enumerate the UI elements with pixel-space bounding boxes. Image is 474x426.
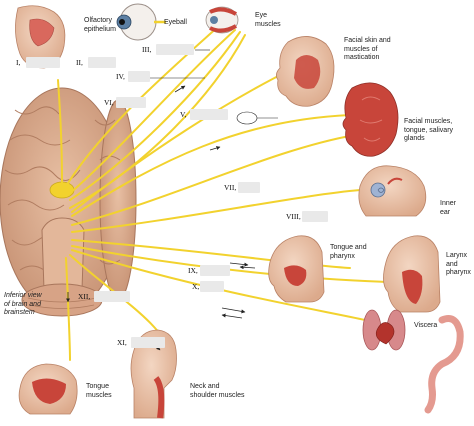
cerebellum-folia [27, 297, 97, 309]
nerve-xii-path [65, 257, 71, 361]
nerve-label-xii: XII, [78, 292, 91, 301]
answer-blank-ii[interactable] [88, 57, 116, 68]
inner-ear-illustration [358, 165, 427, 217]
nerve-x-path-2 [71, 249, 366, 321]
neck-shoulder-illustration [130, 329, 177, 419]
answer-blank-vi[interactable] [116, 97, 146, 108]
answer-blank-vii[interactable] [238, 182, 260, 193]
nerve-label-x: X, [192, 282, 200, 291]
label-eyeball: Eyeball [164, 19, 187, 26]
answer-blank-v[interactable] [190, 109, 228, 120]
nerve-label-vii: VII, [224, 183, 237, 192]
label-viscera: Viscera [414, 322, 438, 329]
answer-blank-iv[interactable] [128, 71, 150, 82]
nerve-x-path-1 [71, 245, 391, 283]
nerve-vii-path [71, 134, 356, 226]
nerve-label-ii: II, [76, 58, 83, 67]
nerve-label-iv: IV, [116, 72, 125, 81]
nerve-fibers [57, 24, 391, 361]
nerve-label-viii: VIII, [286, 212, 301, 221]
label-inner-ear: Inner ear [440, 200, 456, 216]
nerve-v-path-2 [71, 114, 351, 217]
label-tongue-muscles: Tongue muscles [86, 383, 112, 399]
eye-muscles-illustration [205, 6, 239, 34]
tongue-muscles-illustration [18, 363, 78, 415]
label-eye-muscles: Eye muscles [255, 12, 281, 28]
head-tongue-pharynx-illustration [268, 235, 325, 303]
answer-blank-xi[interactable] [131, 337, 165, 348]
nerve-iii-path [67, 29, 236, 196]
label-tongue-and-pharynx: Tongue and pharynx [330, 244, 367, 260]
nerve-ix-path [71, 239, 351, 269]
nerve-label-xi: XI, [117, 338, 127, 347]
leader-lines [150, 49, 278, 125]
brain-right-hemisphere [99, 99, 137, 301]
brain-sulci [4, 106, 121, 271]
nerve-viii-path [71, 189, 361, 233]
nose-illustration [15, 5, 66, 69]
nerve-label-iii: III, [142, 45, 152, 54]
label-facial-skin-mastication: Facial skin and muscles of mastication [344, 37, 391, 61]
nerve-label-ix: IX, [188, 266, 198, 275]
label-inferior-view: Inferior view of brain and brainstem [4, 292, 42, 316]
answer-blank-viii[interactable] [302, 211, 328, 222]
head-mastication-illustration [276, 36, 335, 107]
answer-blank-ix[interactable] [200, 265, 230, 276]
nerve-iv-path [69, 31, 241, 201]
answer-blank-x[interactable] [200, 281, 224, 292]
nerve-v-path-1 [71, 69, 291, 213]
eyeball-illustration [116, 3, 166, 41]
head-larynx-pharynx-illustration [383, 235, 441, 313]
label-facial-muscles-tongue-glands: Facial muscles, tongue, salivary glands [404, 118, 454, 142]
answer-blank-xii[interactable] [94, 291, 130, 302]
nerve-label-vi: VI, [104, 98, 114, 107]
nerve-i-path [57, 79, 63, 186]
answer-blank-i[interactable] [26, 57, 60, 68]
label-neck-shoulder-muscles: Neck and shoulder muscles [190, 383, 245, 399]
viscera-illustration [362, 309, 464, 414]
nerve-label-v: V, [180, 110, 187, 119]
label-olfactory-epithelium: Olfactory epithelium [84, 17, 116, 33]
head-facial-muscles-illustration [342, 82, 399, 157]
label-larynx-and-pharynx: Larynx and pharynx [446, 252, 471, 276]
answer-blank-iii[interactable] [156, 44, 194, 55]
nerve-label-i: I, [16, 58, 21, 67]
